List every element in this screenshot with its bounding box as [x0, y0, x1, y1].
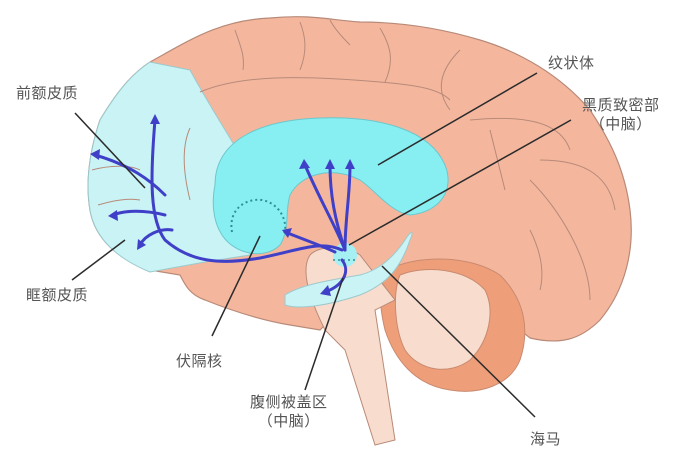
- nucleus-accumbens-outline: [230, 198, 287, 233]
- label-orbitofrontal-cortex: 眶额皮质: [26, 286, 88, 305]
- label-prefrontal-cortex: 前额皮质: [16, 84, 78, 103]
- label-text: 眶额皮质: [26, 286, 89, 304]
- label-text: 纹状体: [548, 54, 595, 72]
- prefrontal-region: [87, 61, 253, 273]
- label-nucleus-accumbens: 伏隔核: [176, 352, 223, 371]
- arrow-heads: [90, 114, 355, 296]
- hippocampus-region: [284, 232, 413, 308]
- label-text: 黑质致密部: [582, 96, 660, 114]
- striatum-region: [212, 117, 449, 255]
- label-vta: 腹侧被盖区 （中脑）: [250, 393, 328, 431]
- label-subtext: （中脑）: [257, 412, 320, 430]
- label-text: 前额皮质: [16, 84, 79, 102]
- gyri-lines: [91, 19, 616, 301]
- label-substantia-nigra: 黑质致密部 （中脑）: [582, 96, 660, 134]
- label-text: 海马: [530, 430, 562, 448]
- dopamine-pathways: [93, 118, 352, 294]
- cerebellum-inner: [395, 269, 491, 370]
- label-text: 伏隔核: [176, 352, 223, 370]
- leader-lines: [71, 72, 572, 418]
- label-text: 腹侧被盖区: [250, 393, 328, 411]
- label-striatum: 纹状体: [548, 54, 595, 73]
- label-subtext: （中脑）: [589, 115, 652, 133]
- label-hippocampus: 海马: [530, 430, 561, 449]
